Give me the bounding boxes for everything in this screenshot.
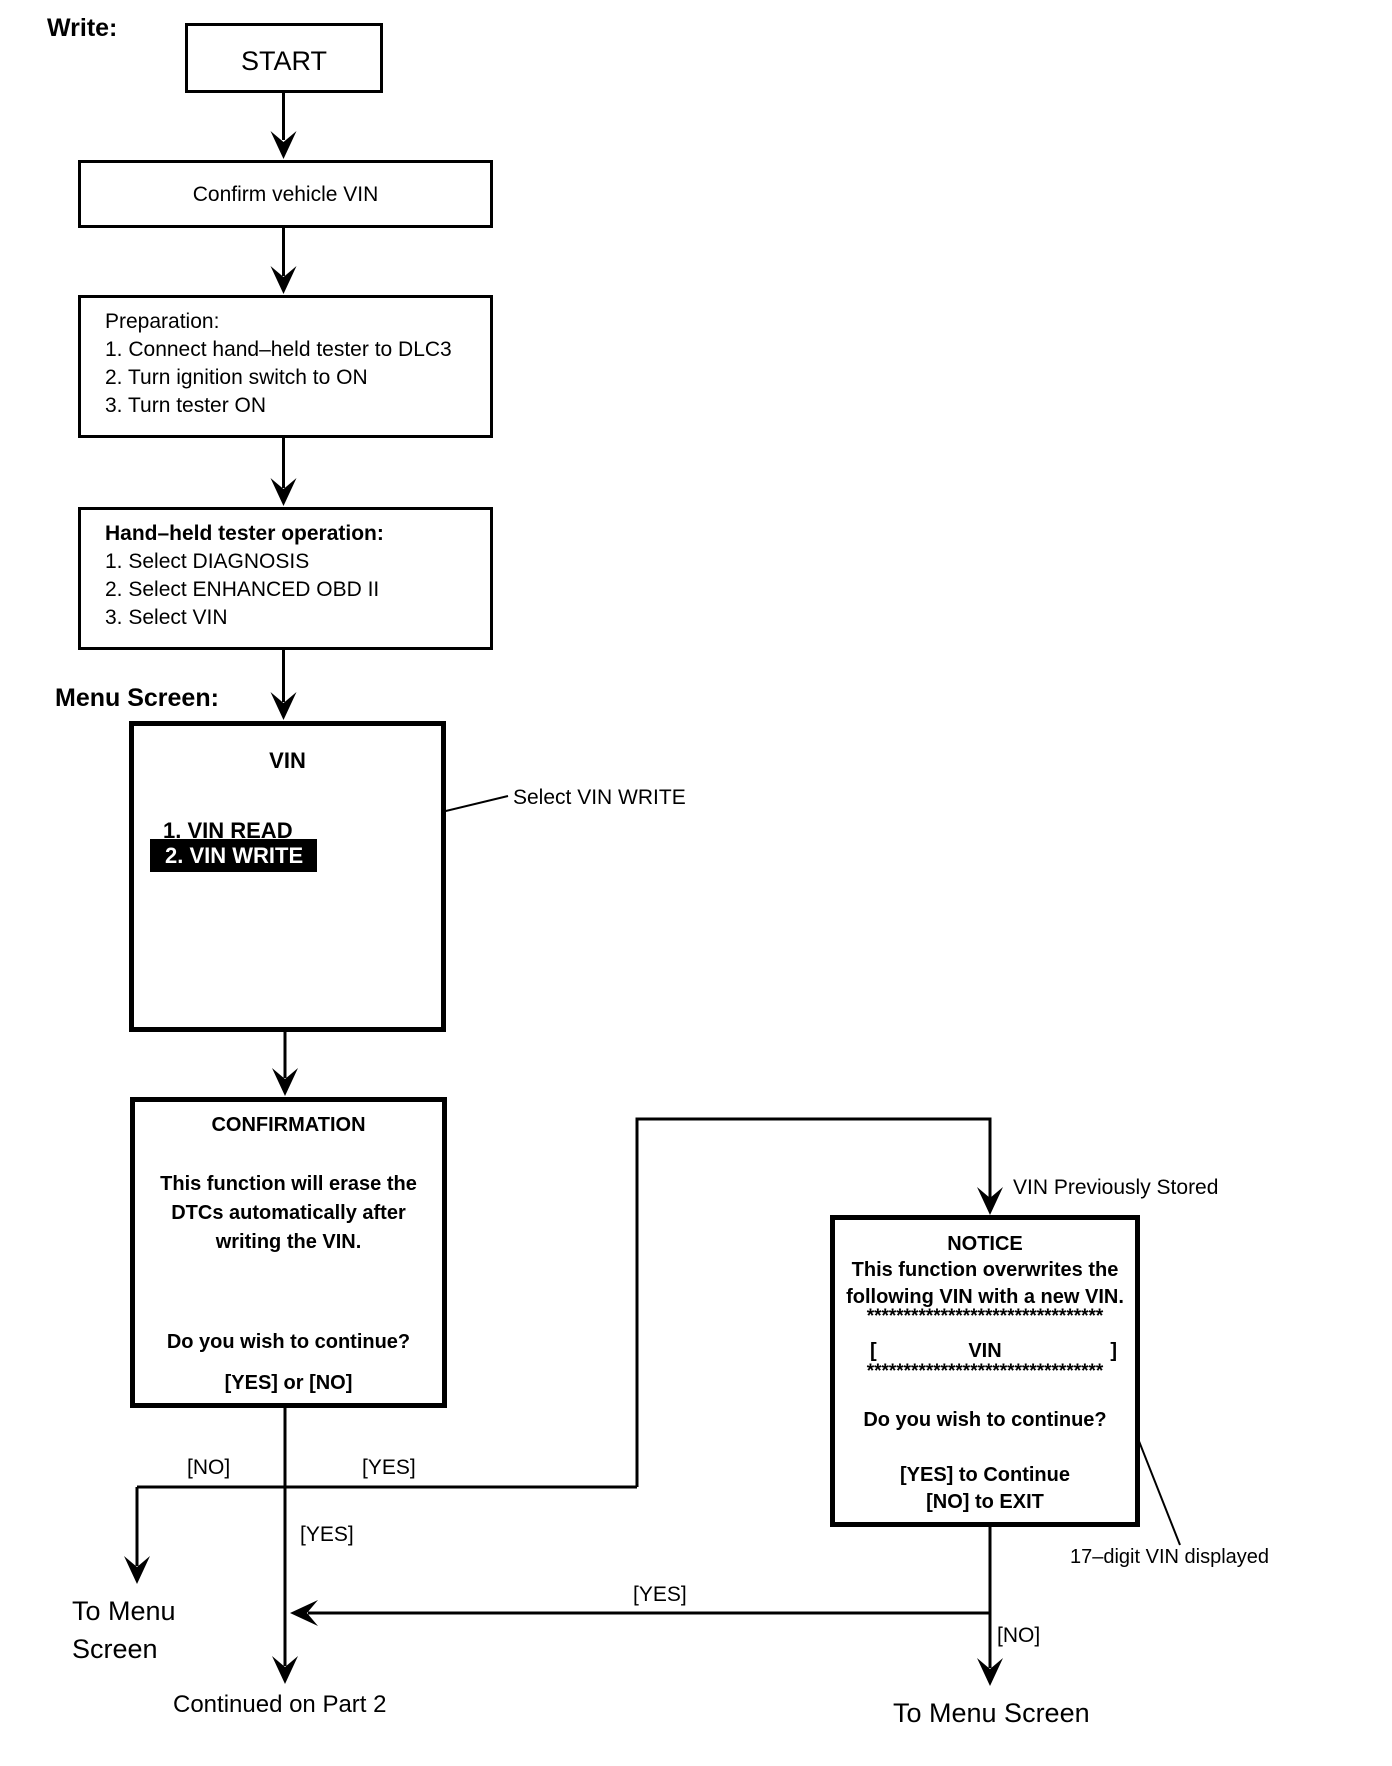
start-node-label: START <box>240 46 327 76</box>
notice-yes-line: [YES] to Continue <box>900 1464 1070 1486</box>
branch-label-no: [NO] <box>187 1456 231 1479</box>
tester-operation-step: 3. Select VIN <box>105 606 228 629</box>
vin-menu-screen: VIN 1. VIN READ 2. VIN WRITE <box>129 721 446 1032</box>
notice-body-line: This function overwrites the <box>851 1259 1119 1281</box>
arrowhead-down <box>270 692 297 720</box>
arrowhead-down <box>270 131 297 159</box>
confirmation-screen: CONFIRMATION This function will erase th… <box>130 1097 447 1408</box>
menu-screen-label: Menu Screen: <box>55 684 219 712</box>
notice-vin-bracket-open: [ <box>870 1340 877 1362</box>
confirm-vin-node: Confirm vehicle VIN <box>78 160 493 228</box>
to-menu-screen-left-line1: To Menu <box>72 1596 176 1626</box>
confirmation-question: Do you wish to continue? <box>166 1331 411 1353</box>
notice-title: NOTICE <box>947 1233 1023 1255</box>
arrowhead-left <box>290 1600 318 1626</box>
write-section-label: Write: <box>47 14 118 42</box>
tester-operation-step: 1. Select DIAGNOSIS <box>105 550 310 573</box>
tester-operation-node: Hand–held tester operation: 1. Select DI… <box>78 507 493 650</box>
preparation-step: 1. Connect hand–held tester to DLC3 <box>105 338 452 361</box>
preparation-title: Preparation: <box>105 310 220 333</box>
vin-menu-title: VIN <box>269 748 306 773</box>
line-yes-branch-to-notice <box>635 1117 992 1487</box>
confirmation-body-line: This function will erase the <box>160 1173 417 1195</box>
confirmation-body-line: writing the VIN. <box>215 1231 362 1253</box>
to-menu-screen-left-line2: Screen <box>72 1634 158 1664</box>
continued-terminal: Continued on Part 2 <box>173 1691 387 1718</box>
notice-stars-top: ******************************** <box>866 1306 1104 1327</box>
preparation-step: 3. Turn tester ON <box>105 394 267 417</box>
branch-label-yes-merge: [YES] <box>633 1583 687 1606</box>
notice-stars-bottom: ******************************** <box>866 1361 1104 1382</box>
notice-body-line: following VIN with a new VIN. <box>846 1286 1124 1308</box>
arrowhead-down <box>272 1068 298 1096</box>
confirmation-title: CONFIRMATION <box>211 1114 366 1136</box>
arrowhead-down <box>977 1658 1003 1686</box>
confirmation-body-line: DTCs automatically after <box>171 1202 406 1224</box>
vin-digits-callout: 17–digit VIN displayed <box>1070 1546 1270 1568</box>
preparation-node: Preparation: 1. Connect hand–held tester… <box>78 295 493 438</box>
to-menu-screen-right-terminal: To Menu Screen <box>893 1698 1090 1728</box>
select-vin-write-callout: Select VIN WRITE <box>513 786 686 809</box>
tester-operation-step: 2. Select ENHANCED OBD II <box>105 578 380 601</box>
branch-label-yes: [YES] <box>362 1456 416 1479</box>
tester-operation-title: Hand–held tester operation: <box>105 522 384 545</box>
arrowhead-down <box>270 266 297 294</box>
confirm-vin-label: Confirm vehicle VIN <box>192 183 379 206</box>
preparation-step: 2. Turn ignition switch to ON <box>105 366 368 389</box>
branch-label-no-notice: [NO] <box>997 1624 1041 1647</box>
arrowhead-down <box>124 1556 150 1584</box>
vin-menu-item-read: 1. VIN READ <box>163 818 293 843</box>
arrowhead-down <box>270 478 297 506</box>
to-menu-screen-left-terminal: To Menu Screen <box>72 1592 176 1668</box>
notice-vin-row: [ VIN ] <box>835 1340 1135 1364</box>
vin-menu-item-write-highlighted: 2. VIN WRITE <box>150 839 317 872</box>
branch-label-yes-continue: [YES] <box>300 1523 354 1546</box>
notice-vin-label: VIN <box>968 1340 1002 1362</box>
notice-vin-bracket-close: ] <box>1110 1340 1117 1362</box>
arrowhead-down <box>272 1656 298 1684</box>
vin-previously-stored-label: VIN Previously Stored <box>1013 1176 1219 1199</box>
arrowhead-down <box>977 1187 1003 1215</box>
start-node: START <box>185 23 383 93</box>
notice-screen: NOTICE This function overwrites the foll… <box>830 1215 1140 1527</box>
notice-question: Do you wish to continue? <box>863 1409 1107 1431</box>
confirmation-options: [YES] or [NO] <box>224 1372 353 1394</box>
notice-no-line: [NO] to EXIT <box>926 1491 1044 1513</box>
